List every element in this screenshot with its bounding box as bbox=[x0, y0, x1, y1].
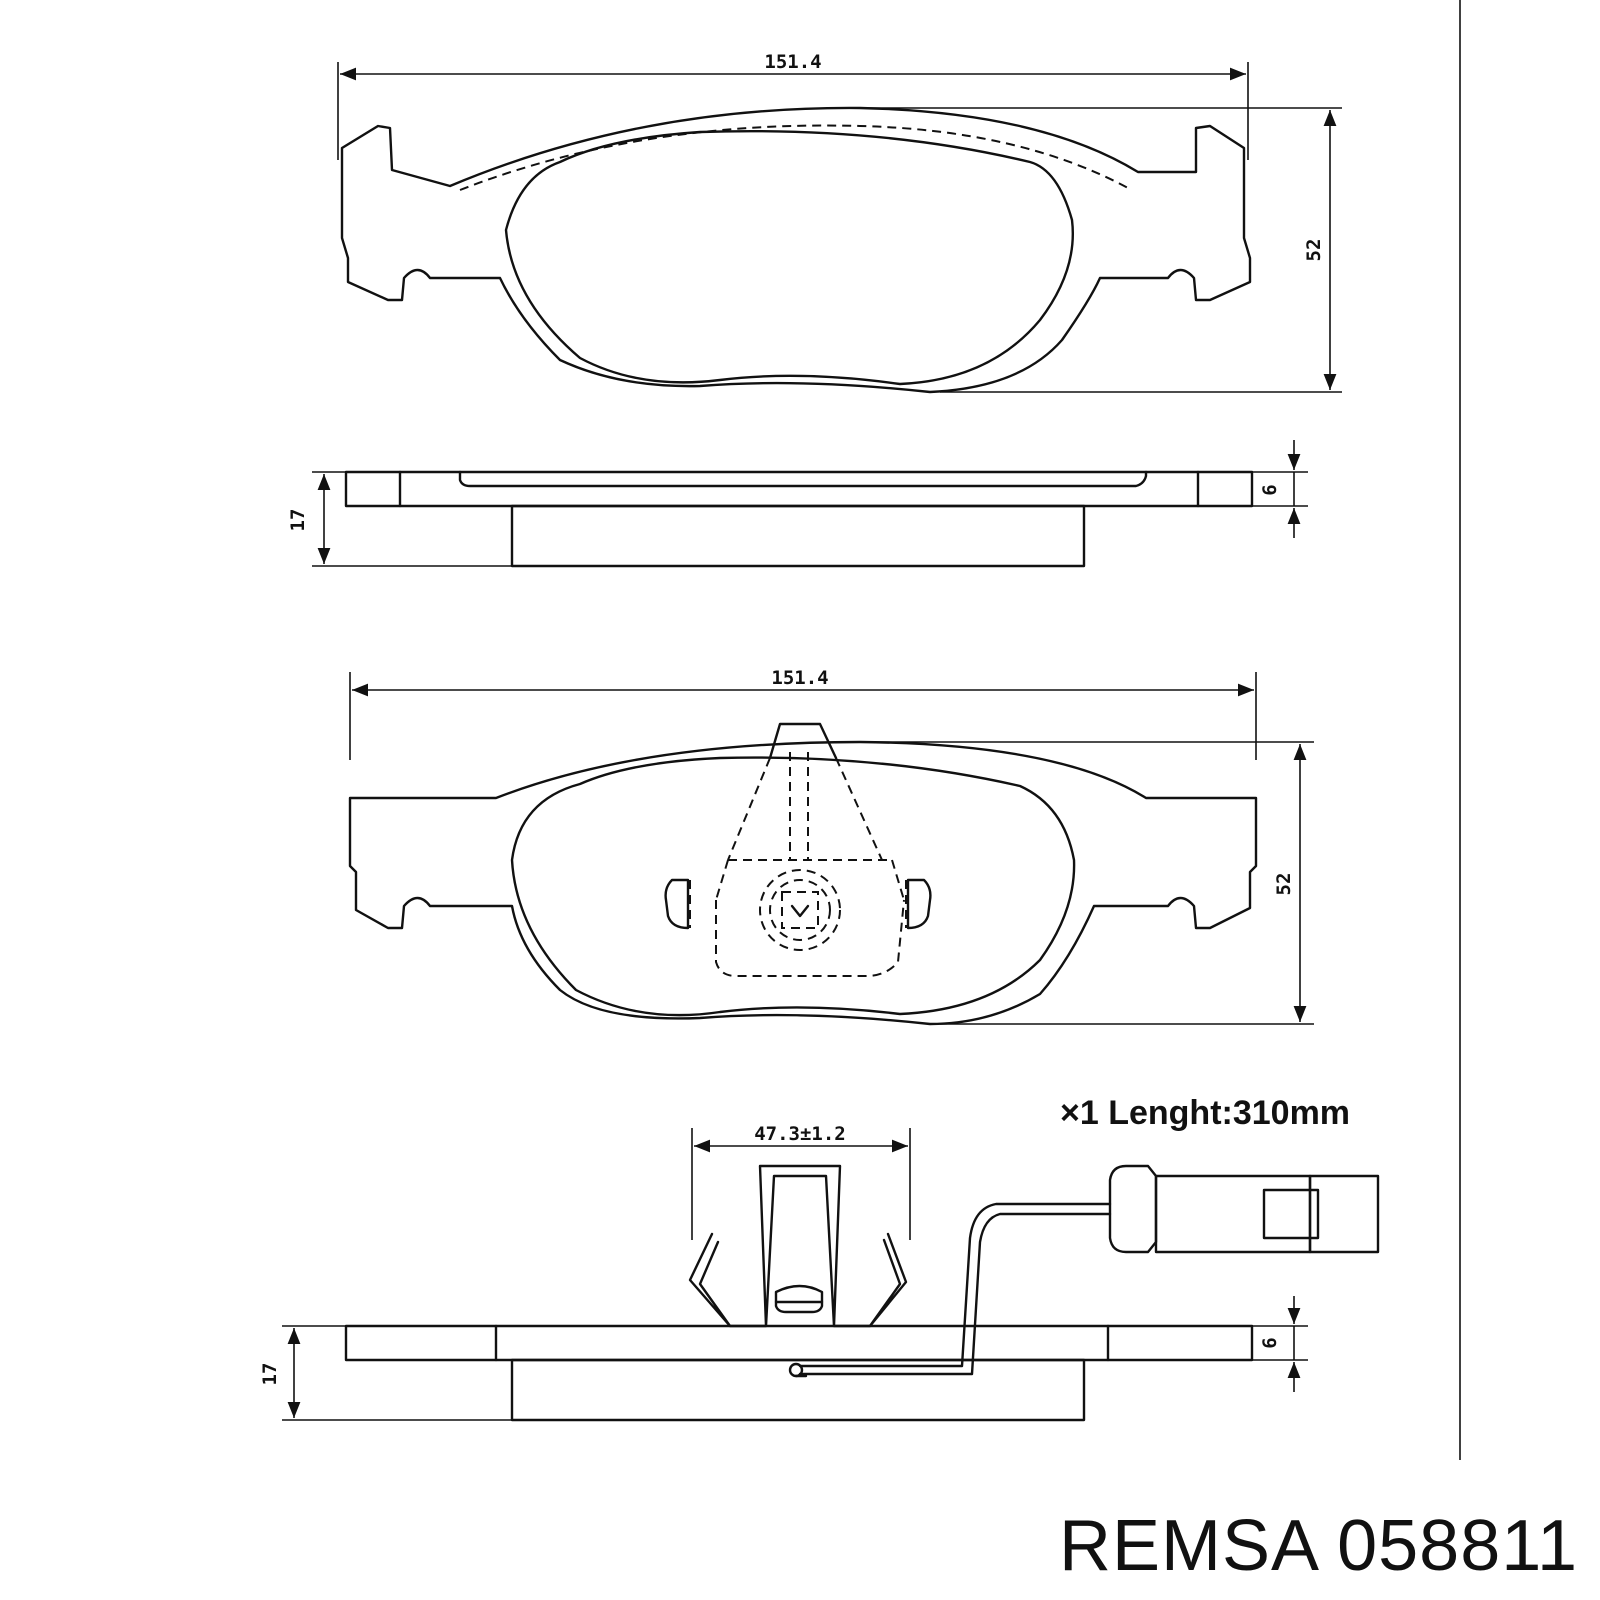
sensor-connector-plug bbox=[1262, 1188, 1320, 1240]
side2-thickness-label: 17 bbox=[259, 1363, 281, 1386]
bottom-center-rivet-square bbox=[781, 891, 819, 929]
side1-backing-plate bbox=[344, 470, 1254, 508]
top-backing-plate bbox=[340, 106, 1252, 394]
side1-plate-label: 6 bbox=[1259, 484, 1281, 495]
bottom-friction-pad bbox=[510, 756, 1076, 1017]
sensor-tip bbox=[788, 1362, 804, 1378]
bottom-backing-plate bbox=[348, 740, 1258, 1026]
top-wear-indicator-dash bbox=[459, 124, 1129, 191]
top-width-label: 151.4 bbox=[764, 51, 821, 73]
side1-thickness-label: 17 bbox=[287, 509, 309, 532]
side-view-1: 17 6 bbox=[287, 440, 1308, 568]
sensor-connector-cap bbox=[1308, 1174, 1380, 1254]
side1-friction-block bbox=[510, 504, 1086, 568]
brand-part-number: REMSA 058811 bbox=[1059, 1506, 1578, 1586]
side2-friction-block bbox=[510, 1358, 1086, 1422]
bottom-pad-view: 151.4 52 bbox=[348, 667, 1314, 1026]
side2-plate-label: 6 bbox=[1259, 1337, 1281, 1348]
clip-width-label: 47.3±1.2 bbox=[754, 1123, 846, 1145]
sensor-connector-body bbox=[1154, 1174, 1312, 1254]
sensor-connector bbox=[1108, 1164, 1158, 1254]
top-height-label: 52 bbox=[1303, 239, 1325, 262]
top-friction-pad bbox=[504, 129, 1074, 386]
bottom-left-lug bbox=[664, 878, 690, 930]
bottom-clip-dashed-outline bbox=[715, 752, 905, 977]
top-pad-view: 151.4 52 bbox=[337, 51, 1342, 394]
side2-spring-clip bbox=[688, 1164, 908, 1328]
bottom-height-label: 52 bbox=[1273, 873, 1295, 896]
sensor-wire bbox=[798, 1202, 1112, 1376]
bottom-center-rivet-inner bbox=[769, 879, 831, 941]
bottom-width-label: 151.4 bbox=[771, 667, 828, 689]
bottom-clip-tab bbox=[768, 722, 838, 760]
side-view-2: 47.3±1.2 17 6 bbox=[259, 1123, 1380, 1422]
bottom-right-lug bbox=[906, 878, 932, 930]
bottom-center-rivet-outer bbox=[759, 869, 841, 951]
sensor-length-note: ×1 Lenght:310mm bbox=[1060, 1094, 1350, 1132]
side2-clip-tab bbox=[774, 1284, 824, 1314]
side2-backing-plate bbox=[344, 1324, 1254, 1362]
